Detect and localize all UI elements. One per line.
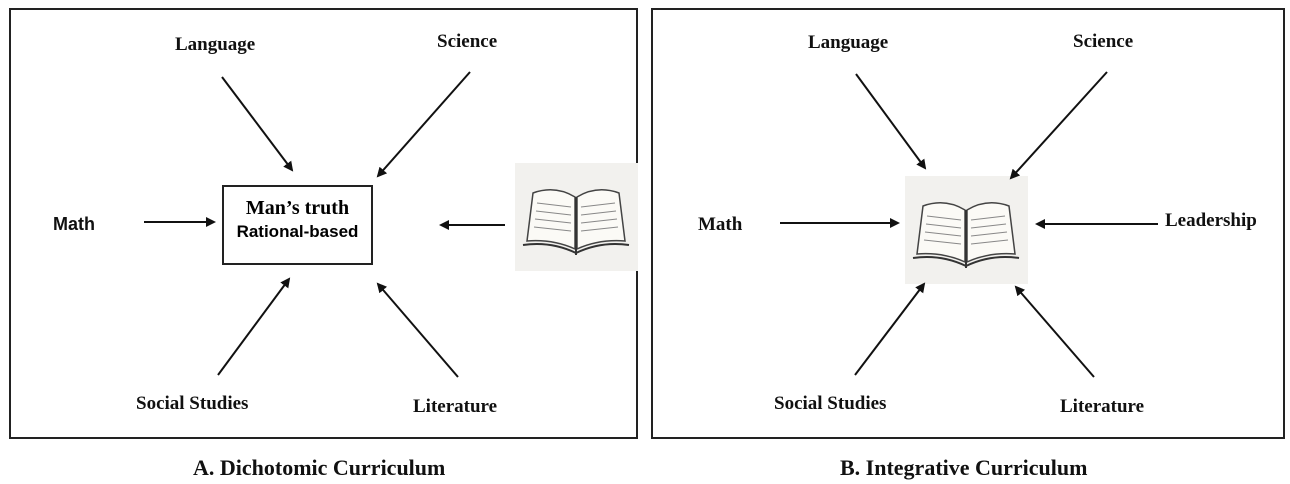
center-line-1: Man’s truth xyxy=(245,197,350,219)
center-box-mans-truth: Man’s truth Rational-based xyxy=(222,185,373,265)
arrow-language-to-center xyxy=(221,76,294,172)
book-image-a xyxy=(515,163,638,271)
node-language: Language xyxy=(175,34,256,55)
node-leadership: Leadership xyxy=(1165,210,1257,231)
open-book-icon xyxy=(522,189,630,255)
arrow-science-to-book xyxy=(1009,71,1108,180)
arrow-social-studies-to-book xyxy=(854,282,926,376)
arrow-literature-to-center xyxy=(376,282,459,378)
node-social-studies: Social Studies xyxy=(774,393,887,414)
arrow-language-to-book xyxy=(855,73,927,170)
node-science: Science xyxy=(437,31,498,52)
node-literature: Literature xyxy=(1060,396,1145,417)
node-math: Math xyxy=(698,214,743,235)
caption-integrative: B. Integrative Curriculum xyxy=(840,455,1088,480)
node-science: Science xyxy=(1073,31,1134,52)
node-literature: Literature xyxy=(413,396,498,417)
center-line-2: Rational-based xyxy=(236,222,359,241)
book-image-b xyxy=(905,176,1028,284)
open-book-icon xyxy=(912,202,1020,268)
arrow-literature-to-book xyxy=(1014,285,1095,378)
node-language: Language xyxy=(808,32,889,53)
arrow-social-studies-to-center xyxy=(217,277,291,376)
arrow-science-to-center xyxy=(376,71,471,178)
node-social-studies: Social Studies xyxy=(136,393,249,414)
node-math: Math xyxy=(53,214,95,234)
caption-dichotomic: A. Dichotomic Curriculum xyxy=(193,455,446,480)
